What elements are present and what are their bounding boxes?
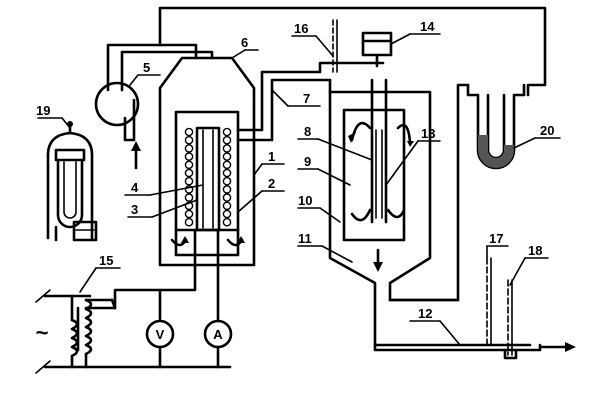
label-11: 11 — [298, 231, 312, 246]
electrical-circuit — [35, 228, 232, 374]
coil-turn — [184, 209, 194, 219]
coil-turn — [222, 152, 232, 161]
coil-turn — [222, 193, 232, 202]
label-7: 7 — [303, 91, 310, 106]
voltmeter-label: V — [156, 327, 165, 342]
label-13: 13 — [421, 126, 435, 141]
label-18: 18 — [528, 243, 542, 258]
coil-turn — [222, 127, 232, 137]
coil-turn — [222, 209, 232, 219]
label-20: 20 — [540, 123, 554, 138]
label-17: 17 — [489, 231, 503, 246]
label-3: 3 — [131, 202, 138, 217]
label-14: 14 — [420, 19, 435, 34]
label-8: 8 — [304, 124, 311, 139]
coil-turn — [184, 160, 194, 170]
leader-lines — [37, 33, 561, 346]
label-12: 12 — [418, 306, 432, 321]
coil-turn — [184, 193, 194, 202]
electrode-coil — [184, 127, 232, 227]
label-15: 15 — [99, 253, 113, 268]
u-manometer — [466, 83, 526, 170]
coil-turn — [222, 176, 232, 186]
gas-pipe — [236, 61, 385, 142]
label-4: 4 — [131, 180, 139, 195]
ammeter-label: A — [213, 327, 223, 342]
label-16: 16 — [294, 21, 308, 36]
coil-turn — [222, 201, 232, 211]
voltmeter: V — [145, 319, 175, 349]
label-10: 10 — [298, 193, 312, 208]
label-1: 1 — [268, 149, 275, 164]
coil-turn — [222, 144, 232, 153]
part-labels: 1 2 3 4 5 6 7 8 9 10 11 12 13 14 15 16 1… — [36, 19, 554, 321]
coil-turn — [222, 135, 232, 145]
label-5: 5 — [143, 60, 150, 75]
coil-turn — [184, 135, 194, 145]
thermocouple — [332, 19, 338, 73]
reactor-vessel — [158, 56, 256, 267]
coil-turn — [222, 185, 232, 194]
outlet-pipe — [373, 83, 576, 360]
coil-turn — [184, 217, 194, 227]
top-return-line — [158, 6, 547, 97]
gas-burette — [46, 121, 98, 242]
circulation-pump — [94, 43, 214, 170]
coil-turn — [184, 168, 194, 178]
ammeter: A — [203, 319, 233, 349]
reservoir — [361, 31, 393, 68]
label-6: 6 — [241, 35, 248, 50]
ac-symbol: ~ — [36, 320, 49, 345]
label-9: 9 — [304, 154, 311, 169]
coil-turn — [184, 152, 194, 161]
coil-turn — [222, 217, 232, 227]
separator-vessel — [328, 78, 532, 347]
label-19: 19 — [36, 103, 50, 118]
coil-turn — [222, 168, 232, 178]
coil-turn — [184, 144, 194, 153]
label-2: 2 — [268, 176, 275, 191]
coil-turn — [222, 160, 232, 170]
coil-turn — [184, 127, 194, 137]
coil-turn — [184, 176, 194, 186]
